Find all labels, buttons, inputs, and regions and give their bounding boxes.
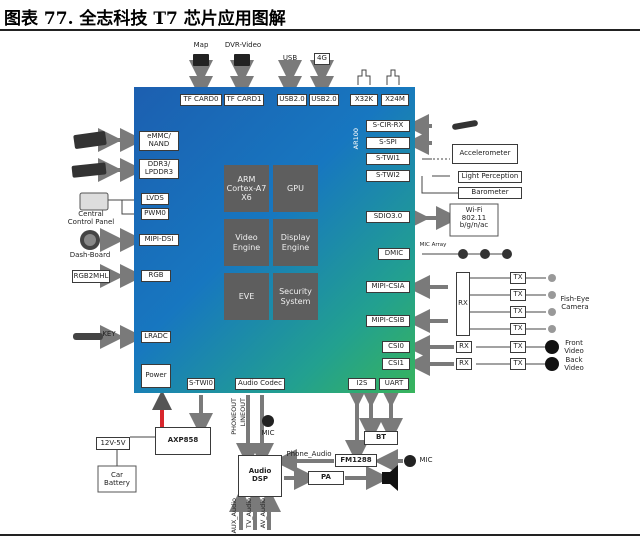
audio-dsp: Audio DSP: [238, 455, 282, 497]
port-csi0: CSI0: [382, 341, 410, 353]
port-usb-1: USB2.0: [277, 94, 307, 106]
mic-icon-a: [262, 415, 274, 427]
label-phone-audio: Phone_Audio: [286, 450, 332, 458]
label-mic-a: MIC: [261, 429, 275, 437]
label-back-video: Back Video: [564, 356, 584, 372]
panel-icon: [79, 192, 109, 211]
label-dvr-video: DVR-Video: [224, 41, 262, 49]
port-audio-codec: Audio Codec: [235, 378, 285, 390]
port-s-twi0: S-TWI0: [187, 378, 215, 390]
port-dmic: DMIC: [378, 248, 410, 260]
supply-12v-5v: 12V-5V: [96, 437, 130, 450]
battery-icon: [97, 465, 137, 493]
label-wifi: Wi-Fi 802.11 b/g/n/ac: [459, 206, 489, 230]
label-tv-audio: TV_Audio: [245, 498, 253, 529]
label-usb: USB: [282, 54, 298, 62]
video-camera-icons: [545, 340, 559, 371]
core-video-engine: Video Engine: [224, 219, 269, 266]
mic-icon-b: [404, 455, 416, 467]
camera-icons: [548, 274, 556, 333]
sd-card-icon-2: [234, 54, 250, 66]
port-rgb: RGB: [141, 270, 171, 282]
port-mipi-csib: MIPI-CSIB: [366, 315, 410, 327]
rx-back: RX: [456, 358, 472, 370]
label-fisheye-camera: Fish-Eye Camera: [560, 295, 590, 311]
label-car-battery: Car Battery: [104, 471, 130, 487]
port-mipi-dsi: MIPI-DSI: [139, 234, 179, 246]
tx-1: TX: [510, 272, 526, 284]
label-key: KEY: [102, 330, 116, 338]
port-lradc: LRADC: [141, 331, 171, 343]
label-aux-audio: AUX_Audio: [230, 498, 238, 534]
label-front-video: Front Video: [564, 339, 584, 355]
bt-module: BT: [364, 431, 398, 445]
top-rule: [0, 29, 640, 31]
label-rgb2mhl: RGB2MHL: [72, 270, 110, 283]
core-arm-cortex: ARM Cortex-A7 X6: [224, 165, 269, 212]
port-pwm0: PWM0: [141, 208, 169, 220]
port-s-twi2: S-TWI2: [366, 170, 410, 182]
figure-title: 图表 77. 全志科技 T7 芯片应用图解: [4, 9, 286, 29]
port-tf-card0: TF CARD0: [180, 94, 222, 106]
port-sdio: SDIO3.0: [366, 211, 410, 223]
rx-mux: RX: [456, 272, 470, 336]
tx-back: TX: [510, 358, 526, 370]
port-emmc: eMMC/ NAND: [139, 131, 179, 151]
label-dash-board: Dash-Board: [69, 251, 111, 259]
label-av-audio: AV_Audio: [259, 498, 267, 529]
rx-front: RX: [456, 341, 472, 353]
key-icon: [73, 333, 103, 340]
label-central-control-panel: Central Control Panel: [67, 210, 115, 226]
port-uart: UART: [379, 378, 409, 390]
ddr-chip-icon: [71, 162, 107, 178]
bottom-rule: [0, 534, 640, 536]
label-mic-array: MIC Array: [419, 242, 447, 248]
core-security-system: Security System: [273, 273, 318, 320]
port-mipi-csia: MIPI-CSIA: [366, 281, 410, 293]
fm1288: FM1288: [335, 454, 377, 467]
pa-amplifier: PA: [308, 471, 344, 485]
tx-2: TX: [510, 289, 526, 301]
remote-icon: [452, 120, 478, 130]
port-x24m: X24M: [381, 94, 409, 106]
ar100-label: AR100: [352, 128, 360, 150]
wifi-chip-icon: [449, 203, 499, 237]
label-lineout: LINEOUT: [239, 398, 247, 427]
dashboard-icon: [80, 230, 100, 250]
label-phoneout: PHONEOUT: [230, 398, 238, 435]
label-map: Map: [193, 41, 209, 49]
speaker-icon: [382, 465, 398, 491]
port-lvds: LVDS: [141, 193, 169, 205]
pmic-axp858: AXP858: [155, 427, 211, 455]
label-accelerometer: Accelerometer: [452, 144, 518, 164]
port-s-twi1: S-TWI1: [366, 153, 410, 165]
port-s-cir-rx: S-CIR-RX: [366, 120, 410, 132]
tx-3: TX: [510, 306, 526, 318]
core-eve: EVE: [224, 273, 269, 320]
port-usb-2: USB2.0: [309, 94, 339, 106]
tx-front: TX: [510, 341, 526, 353]
tx-4: TX: [510, 323, 526, 335]
emmc-chip-icon: [73, 131, 107, 149]
port-x32k: X32K: [350, 94, 378, 106]
label-light-perception: Light Perception: [458, 171, 522, 183]
label-4g: 4G: [314, 53, 330, 65]
core-display-engine: Display Engine: [273, 219, 318, 266]
sd-card-icon-1: [193, 54, 209, 66]
core-gpu: GPU: [273, 165, 318, 212]
port-i2s: I2S: [348, 378, 376, 390]
port-s-spi: S-SPI: [366, 137, 410, 149]
port-ddr: DDR3/ LPDDR3: [139, 159, 179, 179]
label-mic-b: MIC: [419, 456, 433, 464]
label-barometer: Barometer: [458, 187, 522, 199]
port-tf-card1: TF CARD1: [224, 94, 264, 106]
port-csi1: CSI1: [382, 358, 410, 370]
port-power: Power: [141, 364, 171, 388]
mic-array-icons: [458, 249, 512, 259]
